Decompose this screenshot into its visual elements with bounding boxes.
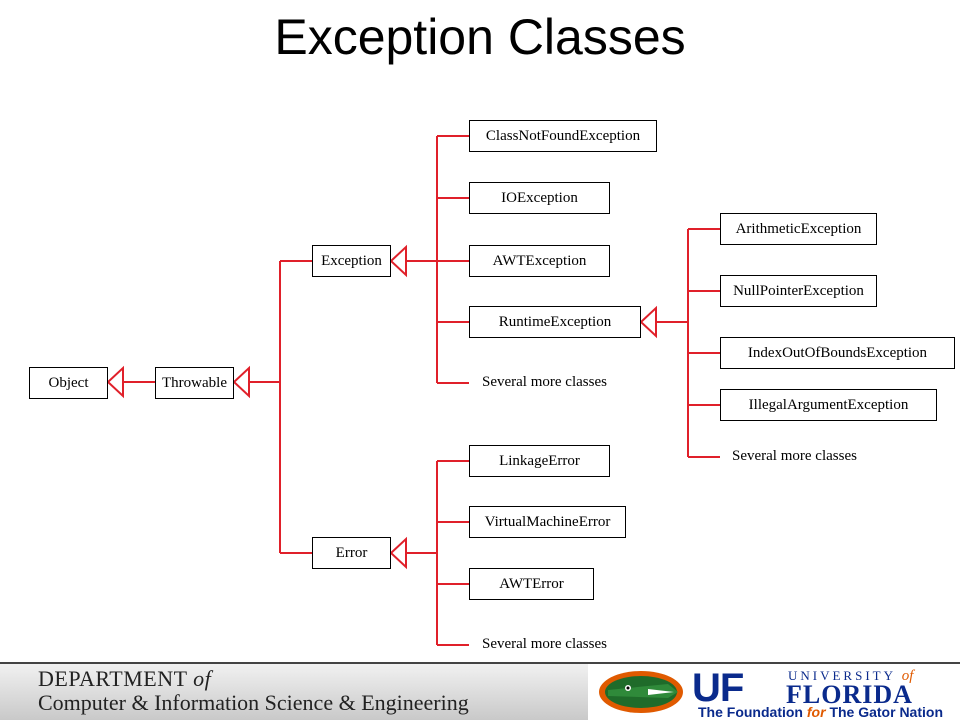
- gator-logo-icon: [599, 671, 683, 713]
- node-throwable: Throwable: [155, 367, 234, 399]
- node-awt-exception: AWTException: [469, 245, 610, 277]
- exception-several-more: Several more classes: [482, 374, 607, 390]
- uf-of: of: [901, 668, 914, 684]
- footer-banner: DEPARTMENT of Computer & Information Sci…: [0, 662, 960, 720]
- node-virtual-machine-error: VirtualMachineError: [469, 506, 626, 538]
- slide-title: Exception Classes: [274, 9, 686, 65]
- node-class-not-found-exception: ClassNotFoundException: [469, 120, 657, 152]
- uf-tag-for: for: [806, 704, 826, 720]
- department-banner: DEPARTMENT of Computer & Information Sci…: [0, 662, 588, 720]
- hierarchy-connectors: [106, 135, 720, 646]
- node-index-out-of-bounds-exception: IndexOutOfBoundsException: [720, 337, 955, 369]
- uf-tagline: The Foundation for The Gator Nation: [698, 704, 943, 720]
- department-label: DEPARTMENT of: [38, 666, 211, 692]
- uf-logo-area: UF UNIVERSITY of FLORIDA The Foundation …: [588, 662, 960, 720]
- node-null-pointer-exception: NullPointerException: [720, 275, 877, 307]
- error-several-more: Several more classes: [482, 636, 607, 652]
- uf-tag-post: The Gator Nation: [829, 704, 943, 720]
- node-arithmetic-exception: ArithmeticException: [720, 213, 877, 245]
- node-illegal-argument-exception: IllegalArgumentException: [720, 389, 937, 421]
- inheritance-arrow-object: [106, 365, 124, 399]
- uf-university-word: UNIVERSITY: [788, 668, 896, 683]
- department-of: of: [193, 666, 212, 691]
- node-io-exception: IOException: [469, 182, 610, 214]
- node-error: Error: [312, 537, 391, 569]
- node-awt-error: AWTError: [469, 568, 594, 600]
- node-object: Object: [29, 367, 108, 399]
- inheritance-arrow-throwable: [232, 365, 250, 399]
- inheritance-arrow-exception: [389, 244, 407, 278]
- department-name: Computer & Information Science & Enginee…: [38, 690, 469, 715]
- node-runtime-exception: RuntimeException: [469, 306, 641, 338]
- department-word: DEPARTMENT: [38, 666, 188, 691]
- runtime-several-more: Several more classes: [732, 448, 857, 464]
- node-linkage-error: LinkageError: [469, 445, 610, 477]
- inheritance-arrow-error: [389, 536, 407, 570]
- uf-university-label: UNIVERSITY of: [788, 668, 913, 685]
- uf-monogram: UF: [692, 666, 744, 710]
- inheritance-arrow-runtime: [639, 305, 657, 339]
- uf-tag-pre: The Foundation: [698, 704, 803, 720]
- node-exception: Exception: [312, 245, 391, 277]
- uf-florida-label: FLORIDA: [786, 680, 913, 709]
